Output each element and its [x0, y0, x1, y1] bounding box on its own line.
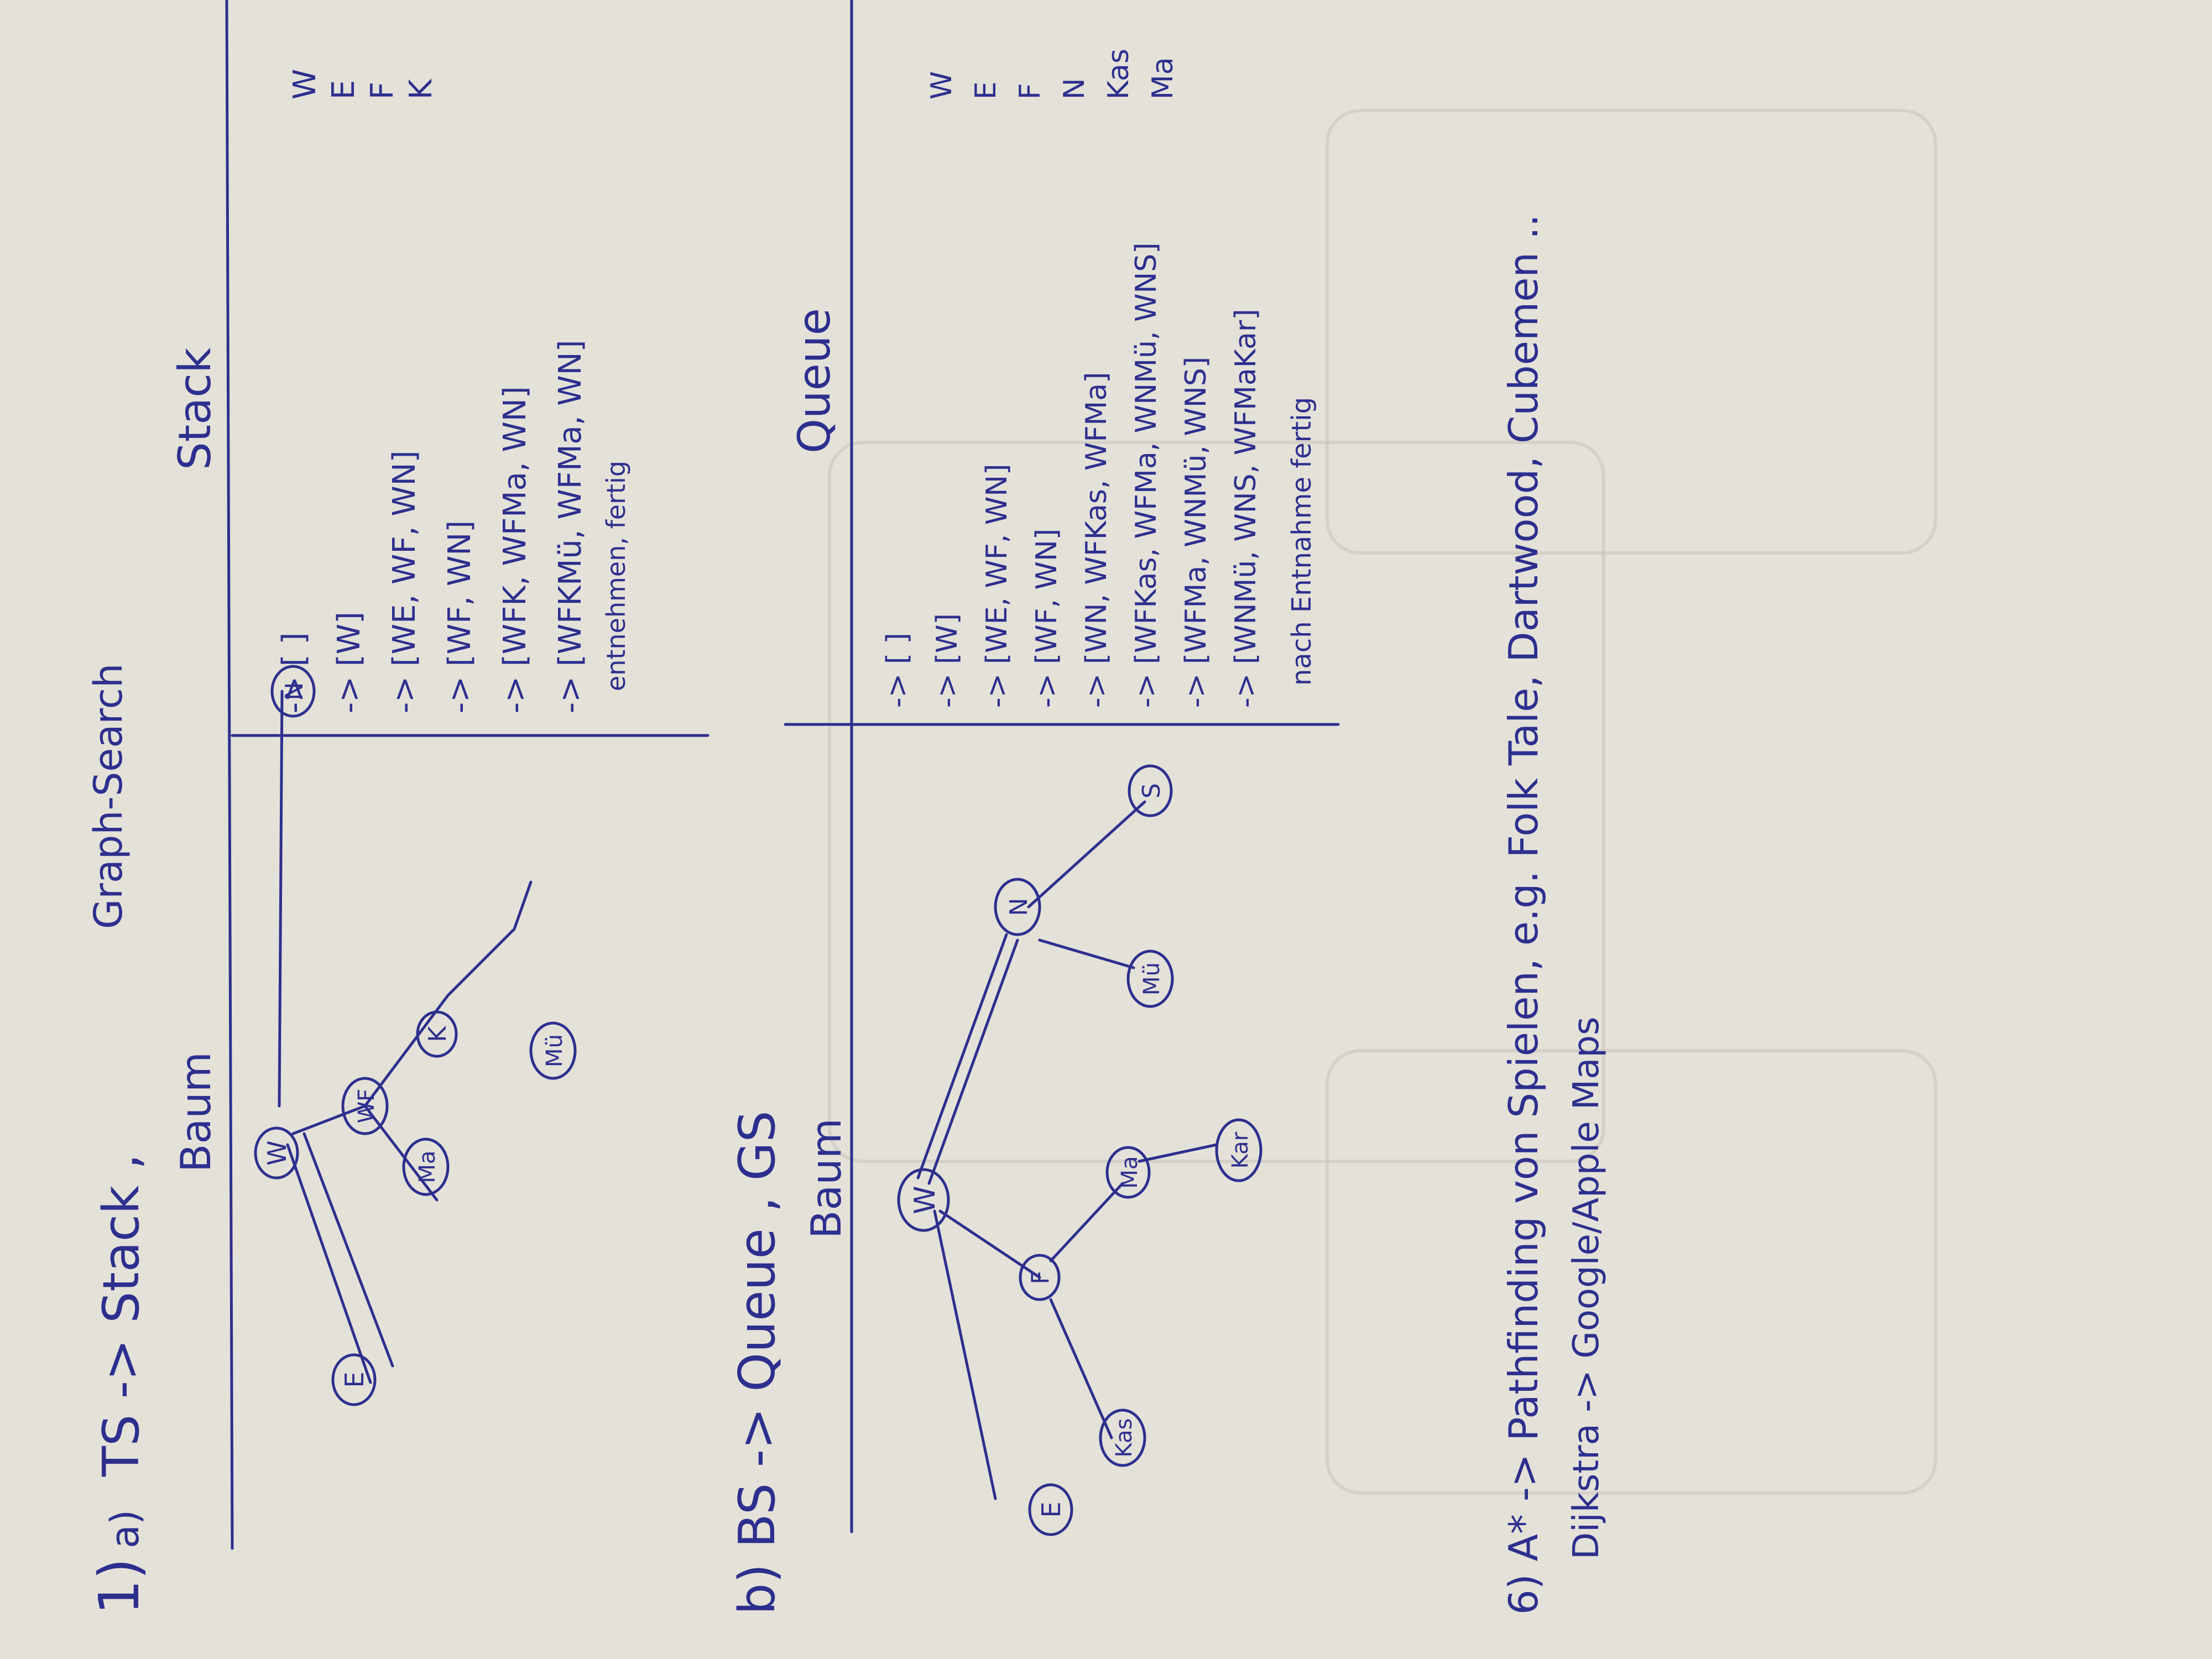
edge-N-Mu: [1038, 938, 1135, 969]
node-N: [270, 665, 316, 718]
edge-back: [302, 1132, 394, 1368]
part-a-label: a): [102, 1510, 148, 1548]
visited-node: W: [925, 71, 958, 100]
node-Kas: [1099, 1408, 1146, 1467]
stack-row: -> [WFKMü, WFMa, WN]: [552, 340, 588, 713]
edge-WF-Ma: [363, 1104, 439, 1202]
node-E: [331, 1353, 377, 1406]
graph-search-label: Graph-Search: [86, 664, 131, 929]
node-F-label: F: [1026, 1270, 1055, 1284]
node-K: [416, 1010, 458, 1058]
node-K-label: K: [424, 1025, 452, 1042]
section-3-line-1: 6) A* -> Pathfinding von Spielen, e.g. F…: [1500, 214, 1547, 1615]
tree-1: W E WF K Mü Ma N: [254, 665, 577, 1406]
stack-rows: -> [ ] -> [W] -> [WE, WF, WN] -> [WF, WN…: [276, 340, 631, 713]
stack-row: -> [WF, WN]: [442, 520, 478, 713]
stack-row: -> [W]: [331, 612, 367, 713]
queue-row: -> [WN, WFKas, WFMa]: [1080, 372, 1113, 708]
node-Mu-label: Mü: [542, 1034, 567, 1067]
show-through-marks: [828, 109, 1937, 1495]
header-rule: [225, 0, 234, 1550]
queue-row: -> [WFKas, WFMa, WNMü, WNS]: [1130, 242, 1163, 708]
visited-node: Ma: [1146, 57, 1180, 100]
node-E-label: E: [1036, 1501, 1066, 1517]
tree-2: W E F Kas Ma Kar N Mü S: [897, 764, 1262, 1536]
visited-node: E: [326, 80, 362, 100]
node-F: [1019, 1254, 1061, 1301]
stack-done-note: entnehmen, fertig: [601, 461, 631, 691]
node-E: [1028, 1483, 1073, 1536]
visited-node: F: [364, 82, 400, 100]
node-Ma-label: Ma: [415, 1150, 440, 1183]
node-Ma-label: Ma: [1117, 1156, 1142, 1188]
visited-node: F: [1014, 83, 1047, 100]
queue-row: -> [W]: [931, 613, 964, 708]
queue-row: -> [WNMü, WNS, WFMaKar]: [1229, 309, 1262, 708]
edge-F-Kas: [1049, 1298, 1113, 1439]
section-2-title: b) BS -> Queue , GS: [728, 1110, 786, 1615]
node-W-label: W: [909, 1186, 942, 1214]
edge-F-Ma: [1049, 1182, 1124, 1262]
node-W-label: W: [262, 1140, 292, 1165]
visited-column: W E F N Kas Ma: [925, 49, 1180, 100]
section-6-notes: 6) A* -> Pathfinding von Spielen, e.g. F…: [1500, 214, 1607, 1615]
queue-row: -> [WF, WN]: [1030, 529, 1063, 708]
section-1b-queue: b) BS -> Queue , GS Baum Queue W: [728, 0, 1340, 1615]
tree-column-header: Baum: [802, 1118, 851, 1239]
visited-node: Kas: [1102, 49, 1135, 100]
visited-node: W: [287, 69, 323, 100]
node-Ma: [402, 1138, 450, 1196]
node-N-label: N: [1005, 898, 1033, 916]
edge-W-N: [927, 938, 1019, 1185]
stack-column-header: Stack: [169, 347, 221, 470]
visited-column: W E F K: [287, 69, 439, 100]
queue-row: -> [ ]: [881, 633, 914, 708]
node-WF: [341, 1077, 389, 1135]
node-Ma: [1105, 1146, 1151, 1199]
edge-Ma-Kar: [1138, 1143, 1218, 1163]
queue-column-header: Queue: [789, 308, 840, 453]
edge-W-N: [278, 690, 284, 1108]
tree-column-header: Baum: [171, 1052, 220, 1172]
stack-row: -> [WE, WF, WN]: [387, 451, 422, 713]
edge-N-S: [1027, 800, 1146, 909]
node-Mu-label: Mü: [1139, 962, 1165, 995]
node-W: [897, 1168, 950, 1232]
node-Kar: [1215, 1118, 1262, 1182]
visited-node: N: [1058, 78, 1091, 100]
edge-path: [291, 880, 533, 1135]
stack-row: -> [ ]: [276, 633, 312, 713]
edge-W-E: [286, 1143, 372, 1384]
problem-number: 1): [87, 1558, 152, 1615]
queue-row: -> [WFMa, WNMü, WNS]: [1180, 357, 1213, 708]
node-W: [254, 1126, 299, 1180]
node-E-label: E: [340, 1371, 369, 1387]
node-N: [994, 878, 1041, 936]
edge-W-N-trace: [916, 933, 1008, 1180]
section-3-line-2: Dijkstra -> Google/Apple Maps: [1566, 1017, 1607, 1559]
edge-W-E: [933, 1209, 997, 1500]
node-Kas-label: Kas: [1112, 1418, 1137, 1458]
queue-done-note: nach Entnahme fertig: [1286, 397, 1317, 686]
node-Mu: [1126, 950, 1174, 1008]
visited-node: K: [403, 79, 439, 100]
queue-rows: -> [ ] -> [W] -> [WE, WF, WN] -> [WF, WN…: [881, 242, 1317, 708]
section-1-title: TS -> Stack ,: [92, 1154, 150, 1477]
section-1a-stack: 1) a) TS -> Stack , Graph-Search Baum St…: [86, 0, 709, 1615]
node-S: [1128, 764, 1173, 817]
node-S-label: S: [1138, 783, 1166, 799]
node-WF-label: WF: [354, 1089, 379, 1124]
node-N-label: N: [280, 682, 309, 701]
stack-row: -> [WFK, WFMa, WN]: [497, 386, 533, 713]
queue-row: -> [WE, WF, WN]: [980, 464, 1014, 708]
node-Mu: [529, 1021, 577, 1080]
node-Kar-label: Kar: [1228, 1131, 1253, 1168]
visited-node: E: [969, 81, 1003, 100]
